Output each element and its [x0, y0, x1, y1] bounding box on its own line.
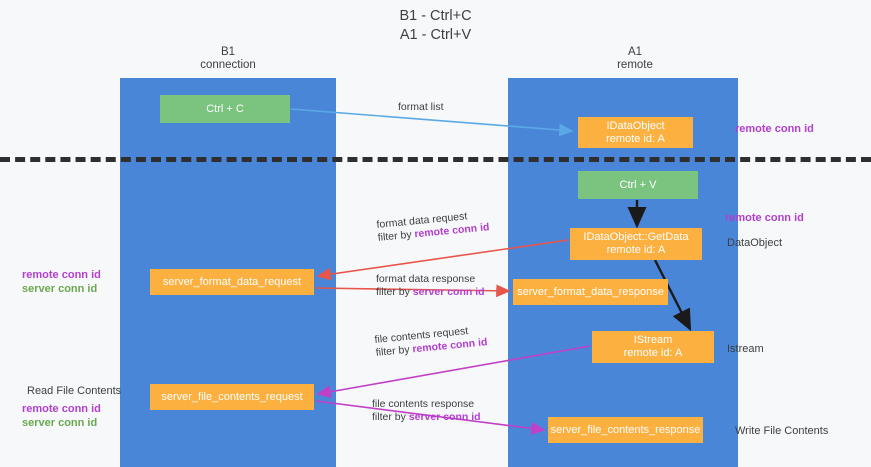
side-label-remote-conn-id-top-text: remote conn id	[735, 123, 814, 135]
edge-label-format-data-response: format data response filter by server co…	[376, 273, 485, 299]
phase-divider	[0, 157, 871, 162]
node-istream-title: IStream	[633, 334, 673, 346]
node-idataobject[interactable]: IDataObject remote id: A	[578, 117, 693, 148]
node-ctrl-c[interactable]: Ctrl + C	[160, 95, 290, 123]
side-label-remote-conn-id-top: remote conn id	[735, 122, 814, 136]
node-ctrl-v[interactable]: Ctrl + V	[578, 171, 698, 199]
side-label-data-object: DataObject	[727, 236, 782, 250]
column-header-b1: B1 connection	[155, 46, 301, 72]
node-server-format-data-response-label: server_format_data_response	[517, 285, 664, 298]
edge-label-file-contents-request: file contents request filter by remote c…	[374, 323, 488, 360]
edge-label-file-contents-response-accent: server conn id	[408, 411, 481, 423]
node-server-format-data-response[interactable]: server_format_data_response	[513, 279, 668, 305]
diagram-title: B1 - Ctrl+C A1 - Ctrl+V	[0, 7, 871, 45]
edge-label-format-data-response-prefix: filter by	[376, 286, 413, 298]
column-header-a1: A1 remote	[562, 46, 708, 72]
side-label-left-ids-mid-server: server conn id	[22, 283, 98, 295]
column-header-a1-line1: A1	[627, 46, 643, 58]
side-label-read-file-contents: Read File Contents	[27, 384, 121, 398]
edge-label-format-list: format list	[398, 101, 444, 114]
edge-label-file-contents-response: file contents response filter by server …	[372, 398, 481, 424]
side-label-remote-conn-id-mid-text: remote conn id	[725, 212, 804, 224]
edge-label-format-data-response-line1: format data response	[376, 273, 476, 285]
side-label-left-ids-mid-remote: remote conn id	[22, 269, 101, 281]
side-label-write-file-contents-text: Write File Contents	[735, 425, 829, 437]
node-server-format-data-request-label: server_format_data_request	[162, 275, 302, 288]
node-server-file-contents-request[interactable]: server_file_contents_request	[150, 384, 314, 410]
node-ctrl-c-label: Ctrl + C	[206, 102, 244, 115]
node-idataobject-title: IDataObject	[606, 119, 665, 132]
side-label-read-file-contents-text: Read File Contents	[27, 385, 122, 397]
title-line-2: A1 - Ctrl+V	[399, 27, 472, 43]
node-getdata-title: IDataObject::GetData	[583, 231, 689, 243]
side-label-write-file-contents: Write File Contents	[735, 424, 828, 438]
node-ctrl-v-label: Ctrl + V	[619, 178, 657, 191]
edge-label-format-data-request-prefix: filter by	[377, 228, 415, 244]
side-label-istream: Istream	[727, 342, 764, 356]
column-header-b1-line2: connection	[200, 59, 256, 71]
side-label-left-ids-bottom-remote: remote conn id	[22, 403, 101, 415]
side-label-left-ids-bottom-server: server conn id	[22, 417, 98, 429]
node-istream-subtitle: remote id: A	[623, 347, 683, 359]
node-server-format-data-request[interactable]: server_format_data_request	[150, 269, 314, 295]
node-getdata-subtitle: remote id: A	[606, 244, 666, 256]
edge-label-file-contents-response-line1: file contents response	[372, 398, 475, 410]
edge-label-format-data-request: format data request filter by remote con…	[376, 208, 490, 245]
side-label-left-ids-bottom: remote conn id server conn id	[22, 402, 101, 430]
edge-label-file-contents-response-prefix: filter by	[372, 411, 409, 423]
node-server-file-contents-response-label: server_file_contents_response	[550, 423, 701, 436]
node-idataobject-subtitle: remote id: A	[606, 132, 665, 145]
side-label-remote-conn-id-mid: remote conn id	[725, 211, 804, 225]
node-server-file-contents-response[interactable]: server_file_contents_response	[548, 417, 703, 443]
edge-label-format-data-response-accent: server conn id	[412, 286, 485, 298]
column-header-b1-line1: B1	[220, 46, 236, 58]
node-idataobject-getdata[interactable]: IDataObject::GetData remote id: A	[570, 228, 702, 260]
edge-label-format-list-line1: format list	[398, 101, 444, 113]
side-label-istream-text: Istream	[727, 343, 764, 355]
title-line-1: B1 - Ctrl+C	[399, 8, 472, 24]
column-header-a1-line2: remote	[617, 59, 653, 71]
side-label-data-object-text: DataObject	[727, 237, 783, 249]
side-label-left-ids-mid: remote conn id server conn id	[22, 268, 101, 296]
node-istream[interactable]: IStream remote id: A	[592, 331, 714, 363]
edge-label-file-contents-request-prefix: filter by	[375, 343, 413, 359]
node-server-file-contents-request-label: server_file_contents_request	[161, 390, 303, 403]
